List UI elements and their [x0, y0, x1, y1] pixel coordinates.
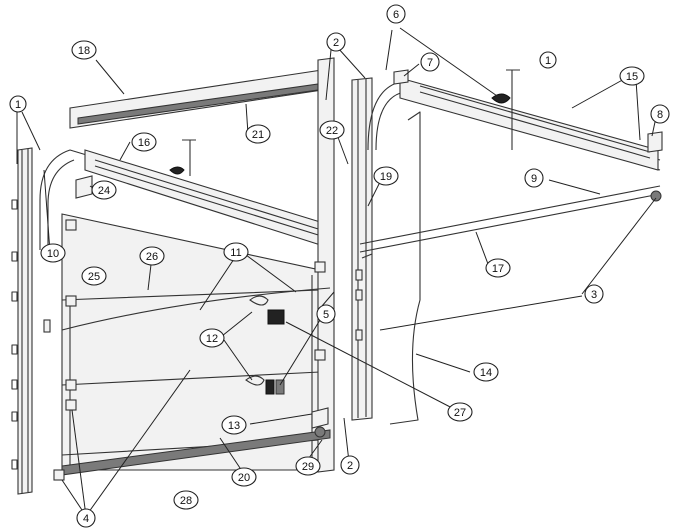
svg-text:1: 1 [15, 99, 21, 111]
callout-16: 16 [131, 132, 157, 152]
callout-27: 27 [447, 402, 473, 422]
callout-21: 21 [245, 124, 271, 144]
left-door-panels [61, 213, 321, 471]
bottom-bracket [311, 407, 329, 429]
svg-text:6: 6 [393, 9, 399, 21]
strut-9 [359, 185, 661, 253]
callout-11: 11 [223, 242, 249, 262]
door-slab [389, 111, 421, 425]
svg-text:24: 24 [98, 185, 110, 197]
spring-clamp [169, 166, 185, 175]
callout-10: 10 [40, 243, 66, 263]
svg-text:4: 4 [83, 513, 89, 525]
callout-2-bottom: 2 [340, 455, 360, 475]
callout-5: 5 [316, 304, 336, 324]
svg-text:20: 20 [238, 472, 250, 484]
lock-handle-upper [249, 295, 269, 306]
svg-text:17: 17 [492, 263, 504, 275]
bracket-24 [75, 175, 93, 199]
svg-text:14: 14 [480, 367, 492, 379]
callout-14: 14 [473, 362, 499, 382]
callout-1-right: 1 [539, 51, 557, 69]
callout-25: 25 [81, 266, 107, 286]
bracket-7 [393, 69, 409, 85]
callout-7: 7 [420, 52, 440, 72]
svg-text:5: 5 [323, 309, 329, 321]
svg-text:19: 19 [380, 171, 392, 183]
callout-1-left: 1 [9, 95, 27, 113]
svg-text:27: 27 [454, 407, 466, 419]
svg-text:21: 21 [252, 129, 264, 141]
callout-20: 20 [231, 467, 257, 487]
lift-cable [61, 287, 331, 331]
svg-text:26: 26 [146, 251, 158, 263]
svg-text:11: 11 [230, 247, 241, 259]
callout-24: 24 [91, 180, 117, 200]
svg-text:18: 18 [78, 45, 90, 57]
svg-text:29: 29 [302, 461, 314, 473]
svg-text:16: 16 [138, 137, 150, 149]
callout-3: 3 [584, 284, 604, 304]
callouts: 1 1 2 2 3 4 5 6 [9, 4, 670, 528]
track-slots [11, 199, 18, 470]
left-door-assembly [11, 57, 335, 495]
callout-13: 13 [221, 415, 247, 435]
svg-text:15: 15 [626, 71, 638, 83]
callout-6: 6 [386, 4, 406, 24]
callout-26: 26 [139, 246, 165, 266]
callout-18: 18 [71, 40, 97, 60]
svg-text:9: 9 [531, 173, 537, 185]
svg-text:1: 1 [545, 55, 551, 67]
callout-4: 4 [76, 508, 96, 528]
svg-text:22: 22 [326, 125, 338, 137]
svg-text:3: 3 [591, 289, 597, 301]
svg-text:25: 25 [88, 271, 100, 283]
svg-text:10: 10 [47, 248, 59, 260]
svg-text:13: 13 [228, 420, 240, 432]
callout-8: 8 [650, 104, 670, 124]
left-door-right-post [317, 57, 335, 473]
callout-22: 22 [319, 120, 345, 140]
callout-2-top: 2 [326, 32, 346, 52]
lock-plate [265, 379, 275, 395]
right-spring-clamp [491, 93, 511, 104]
callout-15: 15 [619, 66, 645, 86]
svg-text:8: 8 [657, 109, 663, 121]
svg-text:2: 2 [333, 37, 339, 49]
lock-block [267, 309, 285, 325]
left-vertical-track [17, 147, 33, 495]
callout-17: 17 [485, 258, 511, 278]
callout-19: 19 [373, 166, 399, 186]
callout-12: 12 [199, 328, 225, 348]
callout-9: 9 [524, 168, 544, 188]
right-rollers [355, 269, 363, 341]
hinges [43, 219, 326, 481]
svg-text:28: 28 [180, 495, 192, 507]
svg-text:2: 2 [347, 460, 353, 472]
left-curved-track [39, 149, 331, 250]
callout-28: 28 [173, 490, 199, 510]
right-horizontal-track [399, 77, 659, 171]
svg-text:12: 12 [206, 333, 218, 345]
right-door-assembly [351, 69, 663, 425]
end-bracket-8 [647, 131, 663, 153]
callout-29: 29 [295, 456, 321, 476]
svg-text:7: 7 [427, 57, 433, 69]
